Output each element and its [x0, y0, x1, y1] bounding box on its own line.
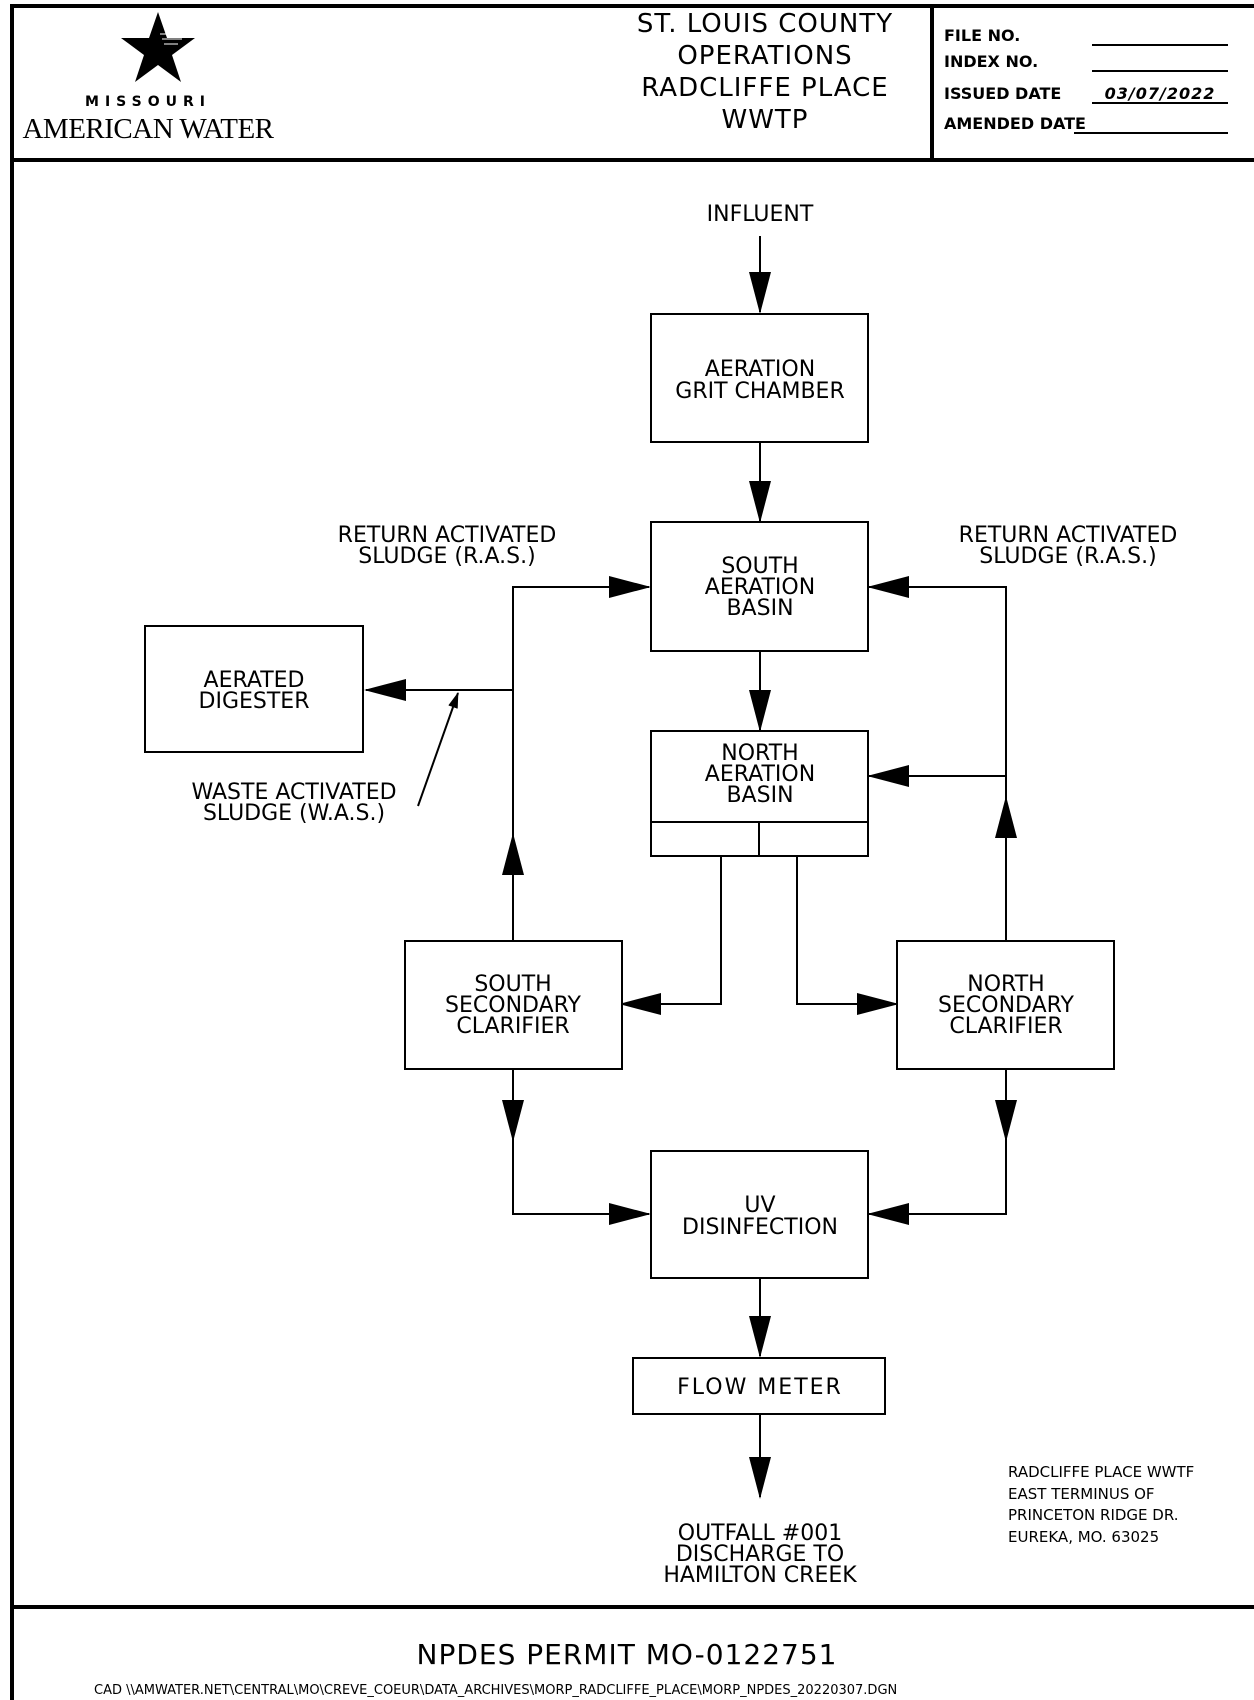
issued-date-row: ISSUED DATE 03/07/2022: [944, 84, 1234, 106]
node-label: AERATION: [705, 575, 815, 600]
node-label: AERATION: [705, 762, 815, 787]
star-logo-icon: [121, 12, 195, 82]
ras-left-label: RETURN ACTIVATED: [338, 523, 557, 548]
node-label: SECONDARY: [938, 993, 1074, 1018]
was-label: WASTE ACTIVATED: [191, 780, 396, 805]
amended-date-row: AMENDED DATE: [944, 114, 1234, 136]
title-line: ST. LOUIS COUNTY: [636, 9, 894, 39]
cad-file-path: CAD \\AMWATER.NET\CENTRAL\MO\CREVE_COEUR…: [94, 1683, 898, 1698]
node-label: BASIN: [726, 783, 793, 808]
node-label: UV: [744, 1193, 775, 1218]
node-label: CLARIFIER: [949, 1014, 1062, 1039]
drawing-title: ST. LOUIS COUNTY OPERATIONS RADCLIFFE PL…: [600, 8, 930, 136]
was-label: SLUDGE (W.A.S.): [203, 801, 385, 826]
index-no-label: INDEX NO.: [944, 52, 1039, 71]
ras-right-label: SLUDGE (R.A.S.): [979, 544, 1156, 569]
file-no-value: [1092, 26, 1228, 46]
ras-left-label: SLUDGE (R.A.S.): [358, 544, 535, 569]
logo-brand-line: MISSOURI: [85, 94, 211, 110]
node-label: NORTH: [721, 741, 798, 766]
south-aeration-basin-box: [650, 521, 869, 652]
permit-number: NPDES PERMIT MO-0122751: [416, 1638, 838, 1671]
aeration-grit-chamber-box: [650, 313, 869, 443]
flow-north-aeration-to-north-clarifier: [796, 856, 899, 1015]
node-label: AERATION: [705, 357, 815, 382]
south-secondary-clarifier-box: [404, 940, 623, 1070]
flow-ras-right-to-north-aeration: [867, 765, 1007, 798]
outfall-label: OUTFALL #001: [678, 1521, 842, 1546]
node-label: FLOW METER: [677, 1375, 843, 1400]
flow-south-clarifier-to-uv: [512, 1140, 651, 1225]
ras-right-label: RETURN ACTIVATED: [959, 523, 1178, 548]
flow-ras-left-to-south-aeration: [512, 576, 651, 835]
node-label: GRIT CHAMBER: [675, 379, 844, 404]
outfall-label: HAMILTON CREEK: [663, 1563, 857, 1588]
header-top-rule: [10, 4, 1254, 8]
issued-date-label: ISSUED DATE: [944, 84, 1062, 103]
node-label: BASIN: [726, 596, 793, 621]
facility-address-line: RADCLIFFE PLACE WWTF: [1008, 1463, 1194, 1481]
issued-date-value: 03/07/2022: [1092, 84, 1228, 104]
node-label: SOUTH: [721, 554, 798, 579]
node-label: SECONDARY: [445, 993, 581, 1018]
node-label: DIGESTER: [199, 689, 310, 714]
facility-address-line: EUREKA, MO. 63025: [1008, 1528, 1159, 1546]
uv-disinfection-box: [650, 1150, 869, 1279]
index-no-value: [1092, 52, 1228, 72]
flow-ras-right-to-south-aeration: [867, 576, 1007, 776]
flow-north-aeration-to-south-clarifier: [619, 856, 722, 1015]
title-line: WWTP: [721, 105, 809, 135]
node-label: SOUTH: [474, 972, 551, 997]
amended-date-value: [1074, 114, 1228, 134]
flow-north-clarifier-to-uv: [867, 1140, 1007, 1225]
outfall-label: DISCHARGE TO: [676, 1542, 844, 1567]
header-bottom-rule: [10, 158, 1254, 162]
amended-date-label: AMENDED DATE: [944, 114, 1086, 133]
file-no-label: FILE NO.: [944, 26, 1021, 45]
index-no-row: INDEX NO.: [944, 52, 1234, 74]
aerated-digester-box: [144, 625, 364, 753]
was-leader-line: [417, 692, 459, 807]
north-secondary-clarifier-box: [896, 940, 1115, 1070]
node-label: NORTH: [967, 972, 1044, 997]
title-divider: [930, 4, 934, 160]
title-line: RADCLIFFE PLACE: [641, 73, 889, 103]
facility-address-line: EAST TERMINUS OF: [1008, 1485, 1155, 1503]
node-label: DISINFECTION: [682, 1215, 838, 1240]
file-no-row: FILE NO.: [944, 26, 1234, 48]
flow-meter-box: [632, 1357, 886, 1415]
facility-address-line: PRINCETON RIDGE DR.: [1008, 1506, 1179, 1524]
logo-company-name: AMERICAN WATER: [22, 113, 274, 145]
node-label: AERATED: [204, 668, 305, 693]
influent-label: INFLUENT: [707, 202, 814, 227]
node-label: CLARIFIER: [456, 1014, 569, 1039]
footer-top-rule: [10, 1605, 1254, 1609]
title-line: OPERATIONS: [677, 41, 853, 71]
company-logo: MISSOURI AMERICAN WATER: [18, 10, 278, 150]
